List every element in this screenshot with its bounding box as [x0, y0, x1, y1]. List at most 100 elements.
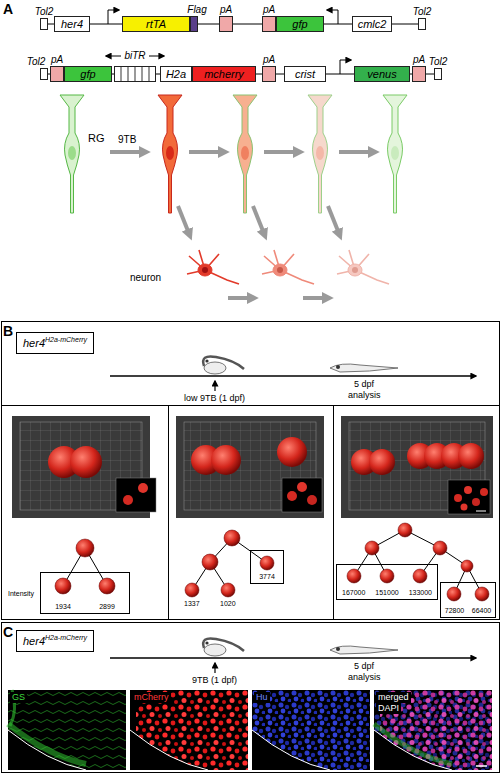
- grey-arrow: [110, 150, 146, 154]
- lineage-tree: [185, 530, 274, 597]
- construct-backbone: [44, 10, 438, 74]
- panel-border: [2, 623, 500, 773]
- lineage-tree: [347, 523, 489, 601]
- genotype-box: her4H2a-mCherry: [16, 630, 94, 652]
- radial-glia-cell: [158, 95, 182, 213]
- promoter-arrow: [340, 60, 351, 74]
- element-label: Tol2: [35, 6, 54, 18]
- grey-arrow: [303, 296, 329, 300]
- radial-glia-cells: [60, 95, 407, 213]
- progression-arrows: [110, 152, 375, 298]
- timeline-label: 5 dpf: [354, 379, 374, 390]
- polya-box: pA: [262, 16, 276, 32]
- gene-box: gfp: [64, 66, 112, 82]
- time-arrow: [110, 657, 476, 659]
- embryo-icon: [203, 356, 244, 374]
- channel-label: mCherry: [132, 692, 171, 703]
- cell-label: RG: [88, 132, 105, 145]
- timeline-label: 5 dpf: [354, 661, 374, 672]
- genotype-text: her4: [23, 635, 45, 647]
- element-label: Flag: [187, 4, 206, 16]
- gene-box: gfp: [276, 16, 324, 32]
- element-label: gfp: [292, 18, 307, 31]
- radial-glia-cell: [233, 95, 257, 213]
- panel-letter: A: [3, 1, 13, 18]
- element-label: mcherry: [204, 68, 244, 81]
- neuron-cell: [337, 250, 389, 284]
- divider: [2, 405, 500, 406]
- time-arrow: [110, 375, 476, 377]
- tol2-site: Tol2: [40, 18, 48, 30]
- grey-arrow: [264, 150, 300, 154]
- element-label: pA: [220, 4, 232, 16]
- grey-arrow: [339, 150, 375, 154]
- larva-icon: [330, 646, 398, 654]
- intensity-value: 66400: [472, 606, 491, 615]
- element-label: pA: [263, 54, 275, 66]
- element-label: crist: [295, 68, 315, 81]
- grey-arrow: [178, 206, 190, 236]
- element-label: H2a: [166, 68, 186, 81]
- timeline-label: analysis: [348, 672, 381, 683]
- element-label: Tol2: [27, 56, 46, 68]
- micrograph-merged: [374, 690, 492, 770]
- micrograph-gs: [8, 690, 126, 770]
- polya-box: pA: [262, 66, 276, 82]
- timeline-label: low 9TB (1 dpf): [184, 393, 245, 404]
- element-label: pA: [51, 54, 63, 66]
- radial-glia-cell: [60, 95, 84, 213]
- channel-label: Hu: [254, 692, 270, 703]
- responder-element: biTR: [114, 66, 156, 82]
- axis-label: Intensity: [8, 590, 34, 598]
- neuron-cell: [262, 250, 314, 284]
- 3d-render: [12, 416, 156, 518]
- element-label: gfp: [80, 68, 95, 81]
- element-label: venus: [367, 68, 396, 81]
- gene-box: H2a: [160, 66, 192, 82]
- genotype-text: H2a-mCherry: [45, 336, 87, 343]
- intensity-value: 1934: [55, 602, 71, 611]
- treatment-arrow: [214, 381, 215, 391]
- genotype-box: her4H2a-mCherry: [16, 332, 94, 354]
- grey-arrow: [228, 296, 254, 300]
- element-label: biTR: [124, 50, 145, 62]
- intensity-box: 3774: [250, 550, 284, 584]
- intensity-value: 2899: [99, 602, 115, 611]
- element-label: pA: [263, 4, 275, 16]
- panel-letter: C: [3, 624, 13, 641]
- 3d-render: [341, 416, 493, 518]
- genotype-text: her4: [23, 337, 45, 349]
- larva-icon: [330, 364, 398, 372]
- polya-box: pA: [50, 66, 64, 82]
- polya-box: pA: [219, 16, 233, 32]
- element-label: Tol2: [429, 56, 448, 68]
- gene-box: rtTA: [122, 16, 190, 32]
- radial-glia-cell: [308, 95, 332, 213]
- channel-label: merged: [376, 692, 411, 703]
- intensity-box: 72800 66400: [440, 582, 496, 618]
- panel-border: [2, 322, 500, 620]
- panel-letter: B: [3, 323, 13, 340]
- gene-box: venus: [354, 66, 410, 82]
- micrograph-mcherry: [130, 690, 248, 770]
- intensity-value: 151000: [375, 588, 398, 597]
- promoter-box: crist: [284, 66, 326, 82]
- lineage-tree: [55, 539, 115, 594]
- tol2-site: Tol2: [418, 18, 426, 30]
- embryo-icon: [203, 638, 244, 656]
- timeline-label: 9TB (1 dpf): [192, 675, 237, 686]
- polya-box: pA: [412, 66, 426, 82]
- tol2-site: Tol2: [434, 68, 442, 80]
- divider: [168, 406, 169, 620]
- intensity-value: 3774: [259, 572, 275, 581]
- intensity-box: 167000151000133000: [336, 564, 438, 600]
- element-label: rtTA: [146, 18, 166, 31]
- intensity-value: 72800: [445, 606, 464, 615]
- bidirectional-arrow: [106, 56, 121, 57]
- element-label: pA: [413, 54, 425, 66]
- intensity-value: 1020: [220, 600, 236, 608]
- intensity-value: 133000: [409, 588, 432, 597]
- channel-label: GS: [10, 692, 27, 703]
